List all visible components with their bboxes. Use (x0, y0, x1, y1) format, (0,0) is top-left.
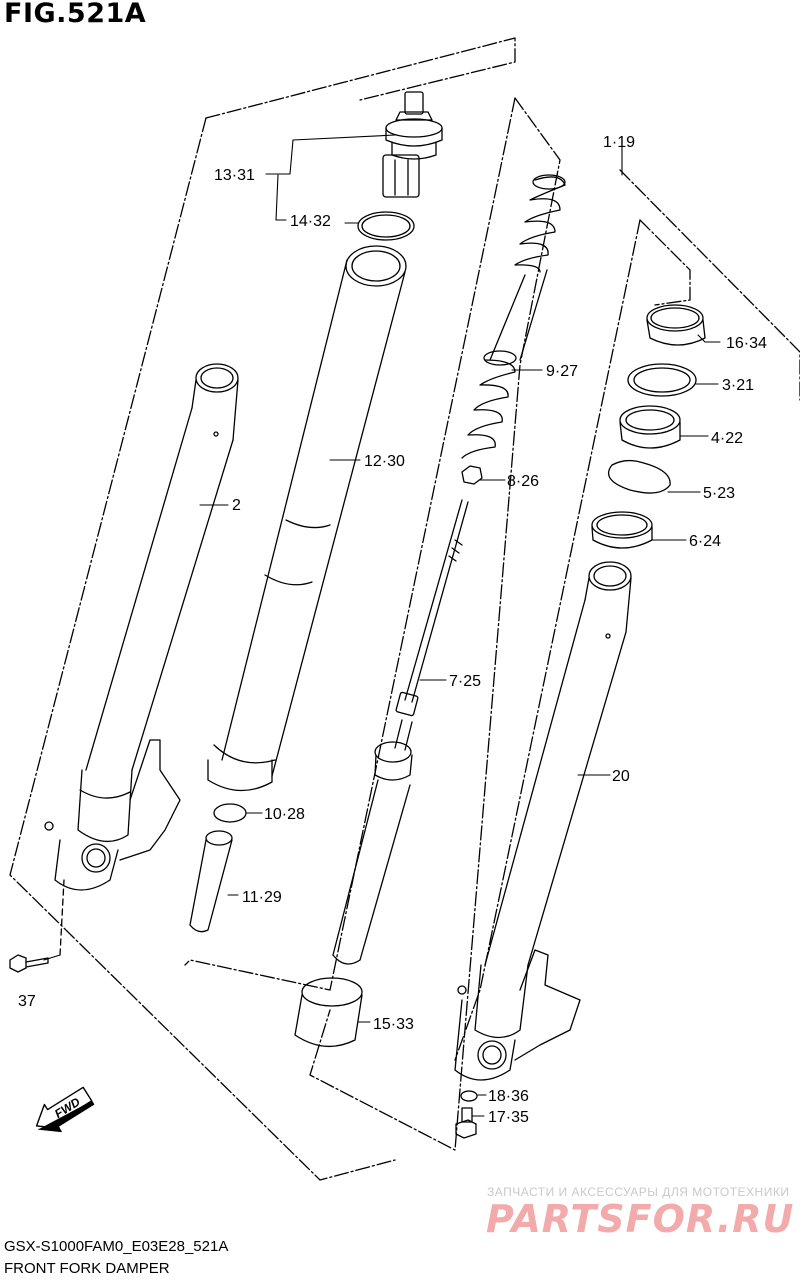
cap-bolt-assembly (382, 91, 443, 198)
o-ring (357, 211, 415, 241)
callout-3-21: 3·21 (722, 377, 754, 394)
assembly-frame-left (9, 117, 396, 1181)
callouts: 1·19 13·31 14·32 2 12·30 9·27 8·26 16·34… (18, 134, 767, 1126)
guide-bushing (189, 830, 233, 933)
callout-20: 20 (612, 768, 630, 785)
stopper-ring (627, 363, 697, 397)
spring-guide-line (489, 274, 526, 361)
left-fork-leg (44, 363, 239, 891)
callout-2: 2 (232, 497, 241, 514)
callout-12-30: 12·30 (364, 453, 405, 470)
callout-7-25: 7·25 (449, 673, 481, 690)
callout-1-19: 1·19 (603, 134, 635, 151)
piston-ring (213, 803, 247, 823)
drain-washer (460, 1090, 478, 1102)
callout-11-29: 11·29 (242, 889, 282, 906)
callout-10-28: 10·28 (264, 806, 305, 823)
right-leg-frame-2 (454, 219, 641, 1061)
lock-nut (461, 465, 483, 485)
fork-spring-bottom (461, 350, 517, 459)
dust-seal (646, 304, 706, 346)
right-fork-leg (454, 561, 632, 1081)
callout-5-23: 5·23 (703, 485, 735, 502)
damper-frame (309, 97, 561, 1151)
callout-13-31: 13·31 (214, 167, 255, 184)
callout-14-32: 14·32 (290, 213, 331, 230)
damper-frame-left (184, 97, 516, 991)
callout-8-26: 8·26 (507, 473, 539, 490)
pinch-bolt (9, 954, 49, 973)
outer-tube (207, 245, 407, 792)
callout-17-35: 17·35 (488, 1109, 529, 1126)
callout-15-33: 15·33 (373, 1016, 414, 1033)
callout-9-27: 9·27 (546, 363, 578, 380)
snap-ring (607, 459, 671, 494)
assembly-frame-right (619, 169, 800, 401)
diagram-name: FRONT FORK DAMPER (4, 1260, 170, 1277)
damper-cartridge (332, 741, 413, 965)
watermark-text: ЗАПЧАСТИ И АКСЕССУАРЫ ДЛЯ МОТОТЕХНИКИ (487, 1185, 790, 1199)
damper-rod (394, 499, 469, 751)
assembly-frame-outer (205, 37, 516, 119)
right-leg-frame (639, 219, 691, 306)
leader-lines (43, 134, 721, 1117)
callout-37: 37 (18, 993, 36, 1010)
drain-screw (455, 1107, 477, 1139)
fwd-arrow-icon: FWD (35, 1086, 95, 1133)
callout-16-34: 16·34 (726, 335, 767, 352)
figure-title: FIG.521A (4, 0, 147, 29)
diagram-code: GSX-S1000FAM0_E03E28_521A (4, 1238, 229, 1255)
watermark-logo: PARTSFOR.RU (486, 1197, 795, 1241)
callout-4-22: 4·22 (711, 430, 743, 447)
callout-18-36: 18·36 (488, 1088, 529, 1105)
oil-seal (619, 405, 681, 449)
spacer-collar (294, 977, 363, 1048)
fork-spring-top (514, 174, 566, 273)
oil-seal-spacer (591, 511, 653, 549)
callout-6-24: 6·24 (689, 533, 721, 550)
